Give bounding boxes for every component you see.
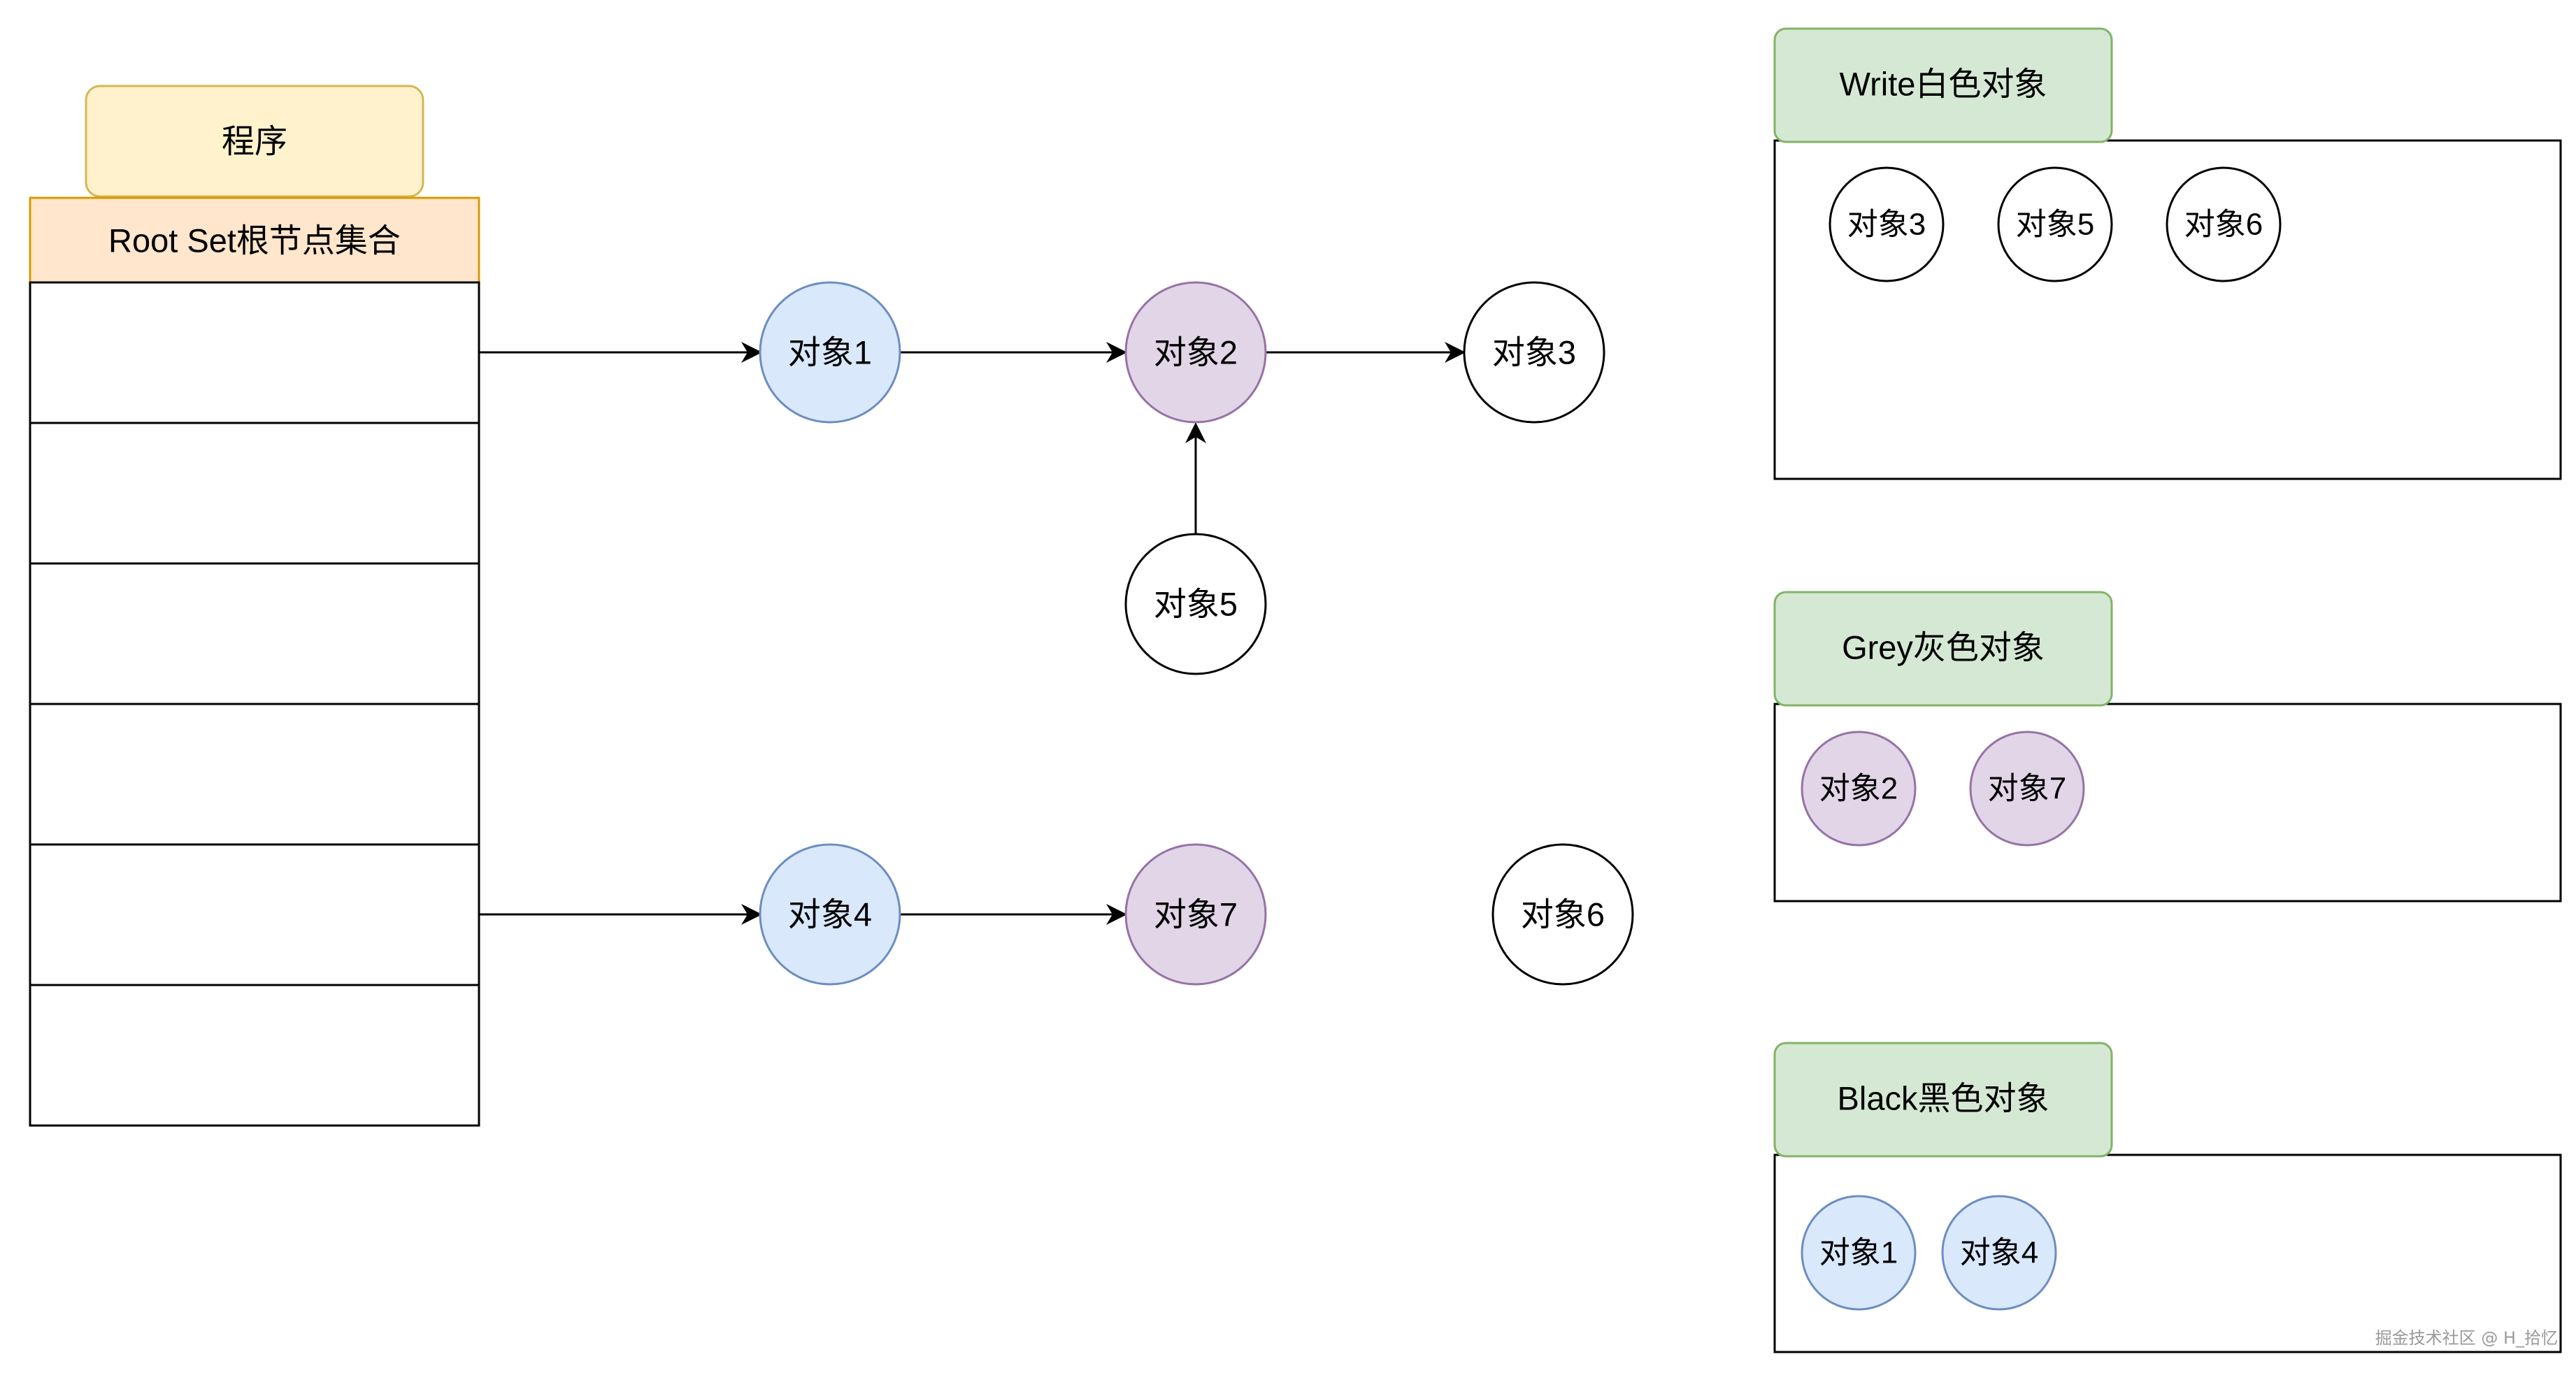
svg-text:对象5: 对象5 <box>2016 208 2094 242</box>
node-obj4: 对象4 <box>759 843 901 986</box>
program-box: 程序 <box>85 85 424 198</box>
svg-text:对象3: 对象3 <box>1847 208 1926 242</box>
node-obj2-label: 对象2 <box>1154 334 1238 371</box>
legend-white: Write白色对象 对象3 对象5 对象6 <box>1773 27 2562 480</box>
legend-grey-header <box>1773 591 2113 707</box>
rootset-slot-5 <box>29 843 480 986</box>
rootset-slot-3 <box>29 562 480 705</box>
watermark: 掘金技术社区 @ H_拾忆 <box>2375 1328 2558 1348</box>
legend-black-title: Black黑色对象 <box>1838 1080 2049 1117</box>
node-obj2: 对象2 <box>1124 281 1267 424</box>
legend-grey: Grey灰色对象 对象2 对象7 <box>1773 591 2562 903</box>
node-obj1-label: 对象1 <box>788 334 872 371</box>
svg-text:对象2: 对象2 <box>1819 772 1898 806</box>
svg-text:对象6: 对象6 <box>2184 208 2263 242</box>
node-obj3-label: 对象3 <box>1492 334 1576 371</box>
node-obj6-label: 对象6 <box>1521 896 1605 933</box>
node-obj5-label: 对象5 <box>1154 586 1238 623</box>
legend-white-item: 对象3 <box>1829 166 1945 282</box>
legend-black-header <box>1773 1042 2113 1158</box>
rootset-slot-2 <box>29 422 480 565</box>
legend-white-item: 对象6 <box>2166 166 2282 282</box>
svg-text:对象1: 对象1 <box>1819 1236 1898 1270</box>
node-obj1: 对象1 <box>759 281 901 424</box>
legend-black-item: 对象1 <box>1801 1195 1917 1311</box>
root-set-label: Root Set根节点集合 <box>108 222 401 259</box>
legend-white-item: 对象5 <box>1997 166 2113 282</box>
root-set-header: Root Set根节点集合 <box>29 196 480 284</box>
legend-white-header <box>1773 27 2113 143</box>
legend-black-item: 对象4 <box>1941 1195 2057 1311</box>
legend-grey-item: 对象7 <box>1969 731 2085 847</box>
legend-white-title: Write白色对象 <box>1840 66 2047 103</box>
node-obj5: 对象5 <box>1124 533 1267 675</box>
node-obj7-label: 对象7 <box>1154 896 1238 933</box>
legend-grey-title: Grey灰色对象 <box>1842 629 2045 666</box>
rootset-slot-1 <box>29 281 480 424</box>
legend-black: Black黑色对象 对象1 对象4 <box>1773 1042 2562 1353</box>
legend-grey-item: 对象2 <box>1801 731 1917 847</box>
rootset-slot-4 <box>29 703 480 846</box>
edges <box>479 342 1466 925</box>
svg-text:对象7: 对象7 <box>1988 772 2066 806</box>
svg-text:对象4: 对象4 <box>1960 1236 2038 1270</box>
node-obj3: 对象3 <box>1463 281 1605 424</box>
rootset-slot-6 <box>29 984 480 1127</box>
root-set-slots <box>29 281 480 1127</box>
node-obj4-label: 对象4 <box>788 896 872 933</box>
node-obj7: 对象7 <box>1124 843 1267 986</box>
node-obj6: 对象6 <box>1491 843 1634 986</box>
program-label: 程序 <box>222 123 287 160</box>
